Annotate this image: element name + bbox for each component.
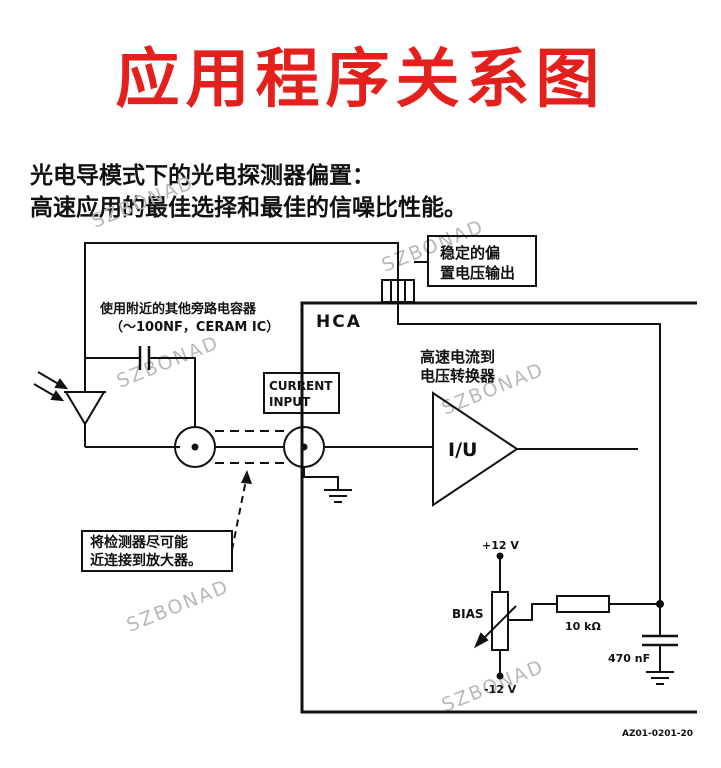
light-arrow-icon <box>33 371 69 402</box>
subtitle-line-2: 高速应用的最佳选择和最佳的信噪比性能。 <box>30 195 467 221</box>
detector-note-2: 近连接到放大器。 <box>90 552 202 569</box>
ground-icon <box>303 467 352 503</box>
internal-bias-wire <box>397 302 661 604</box>
bypass-label-2: （～100NF，CERAM IC） <box>110 319 279 335</box>
current-input-label-1: CURRENT <box>269 379 333 393</box>
converter-label-1: 高速电流到 <box>420 348 495 366</box>
plus12-label: +12 V <box>482 539 519 552</box>
watermark: SZBONAD <box>124 576 233 637</box>
minus12-node <box>496 672 504 680</box>
amplifier <box>432 391 519 507</box>
ground-icon <box>646 671 674 685</box>
amplifier-label: I/U <box>448 439 477 461</box>
hca-module-border <box>300 301 697 714</box>
bypass-label-1: 使用附近的其他旁路电容器 <box>99 301 257 317</box>
watermark: SZBONAD <box>89 172 198 233</box>
plus12-node <box>496 552 504 560</box>
resistor-label: 10 kΩ <box>565 620 601 633</box>
minus12-label: -12 V <box>484 683 517 696</box>
wiper-wire <box>508 603 557 621</box>
resistor-10k <box>556 595 610 613</box>
current-input-box <box>263 372 340 414</box>
bias-label: BIAS <box>452 607 484 621</box>
stable-bias-label-2: 置电压输出 <box>440 264 515 282</box>
photodiode <box>64 391 106 447</box>
hca-label: HCA <box>316 312 362 332</box>
stable-bias-label-1: 稳定的偏 <box>440 244 500 262</box>
subtitle-line-1: 光电导模式下的光电探测器偏置： <box>30 163 375 189</box>
bias-potentiometer <box>473 556 517 676</box>
watermark: SZBONAD <box>114 332 223 393</box>
bias-label-box <box>427 235 537 287</box>
current-input-label-2: INPUT <box>269 395 311 409</box>
bias-wire <box>84 242 399 392</box>
converter-label-2: 电压转换器 <box>420 367 496 385</box>
figure-code: AZ01-0201-20 <box>622 729 693 739</box>
page-title: 应用程序关系图 <box>115 43 606 117</box>
detector-note-box <box>81 530 233 572</box>
bypass-wire-right <box>149 357 196 427</box>
detector-note-1: 将检测器尽可能 <box>90 534 188 551</box>
capacitor-label: 470 nF <box>608 652 650 665</box>
note-arrow <box>231 479 247 551</box>
